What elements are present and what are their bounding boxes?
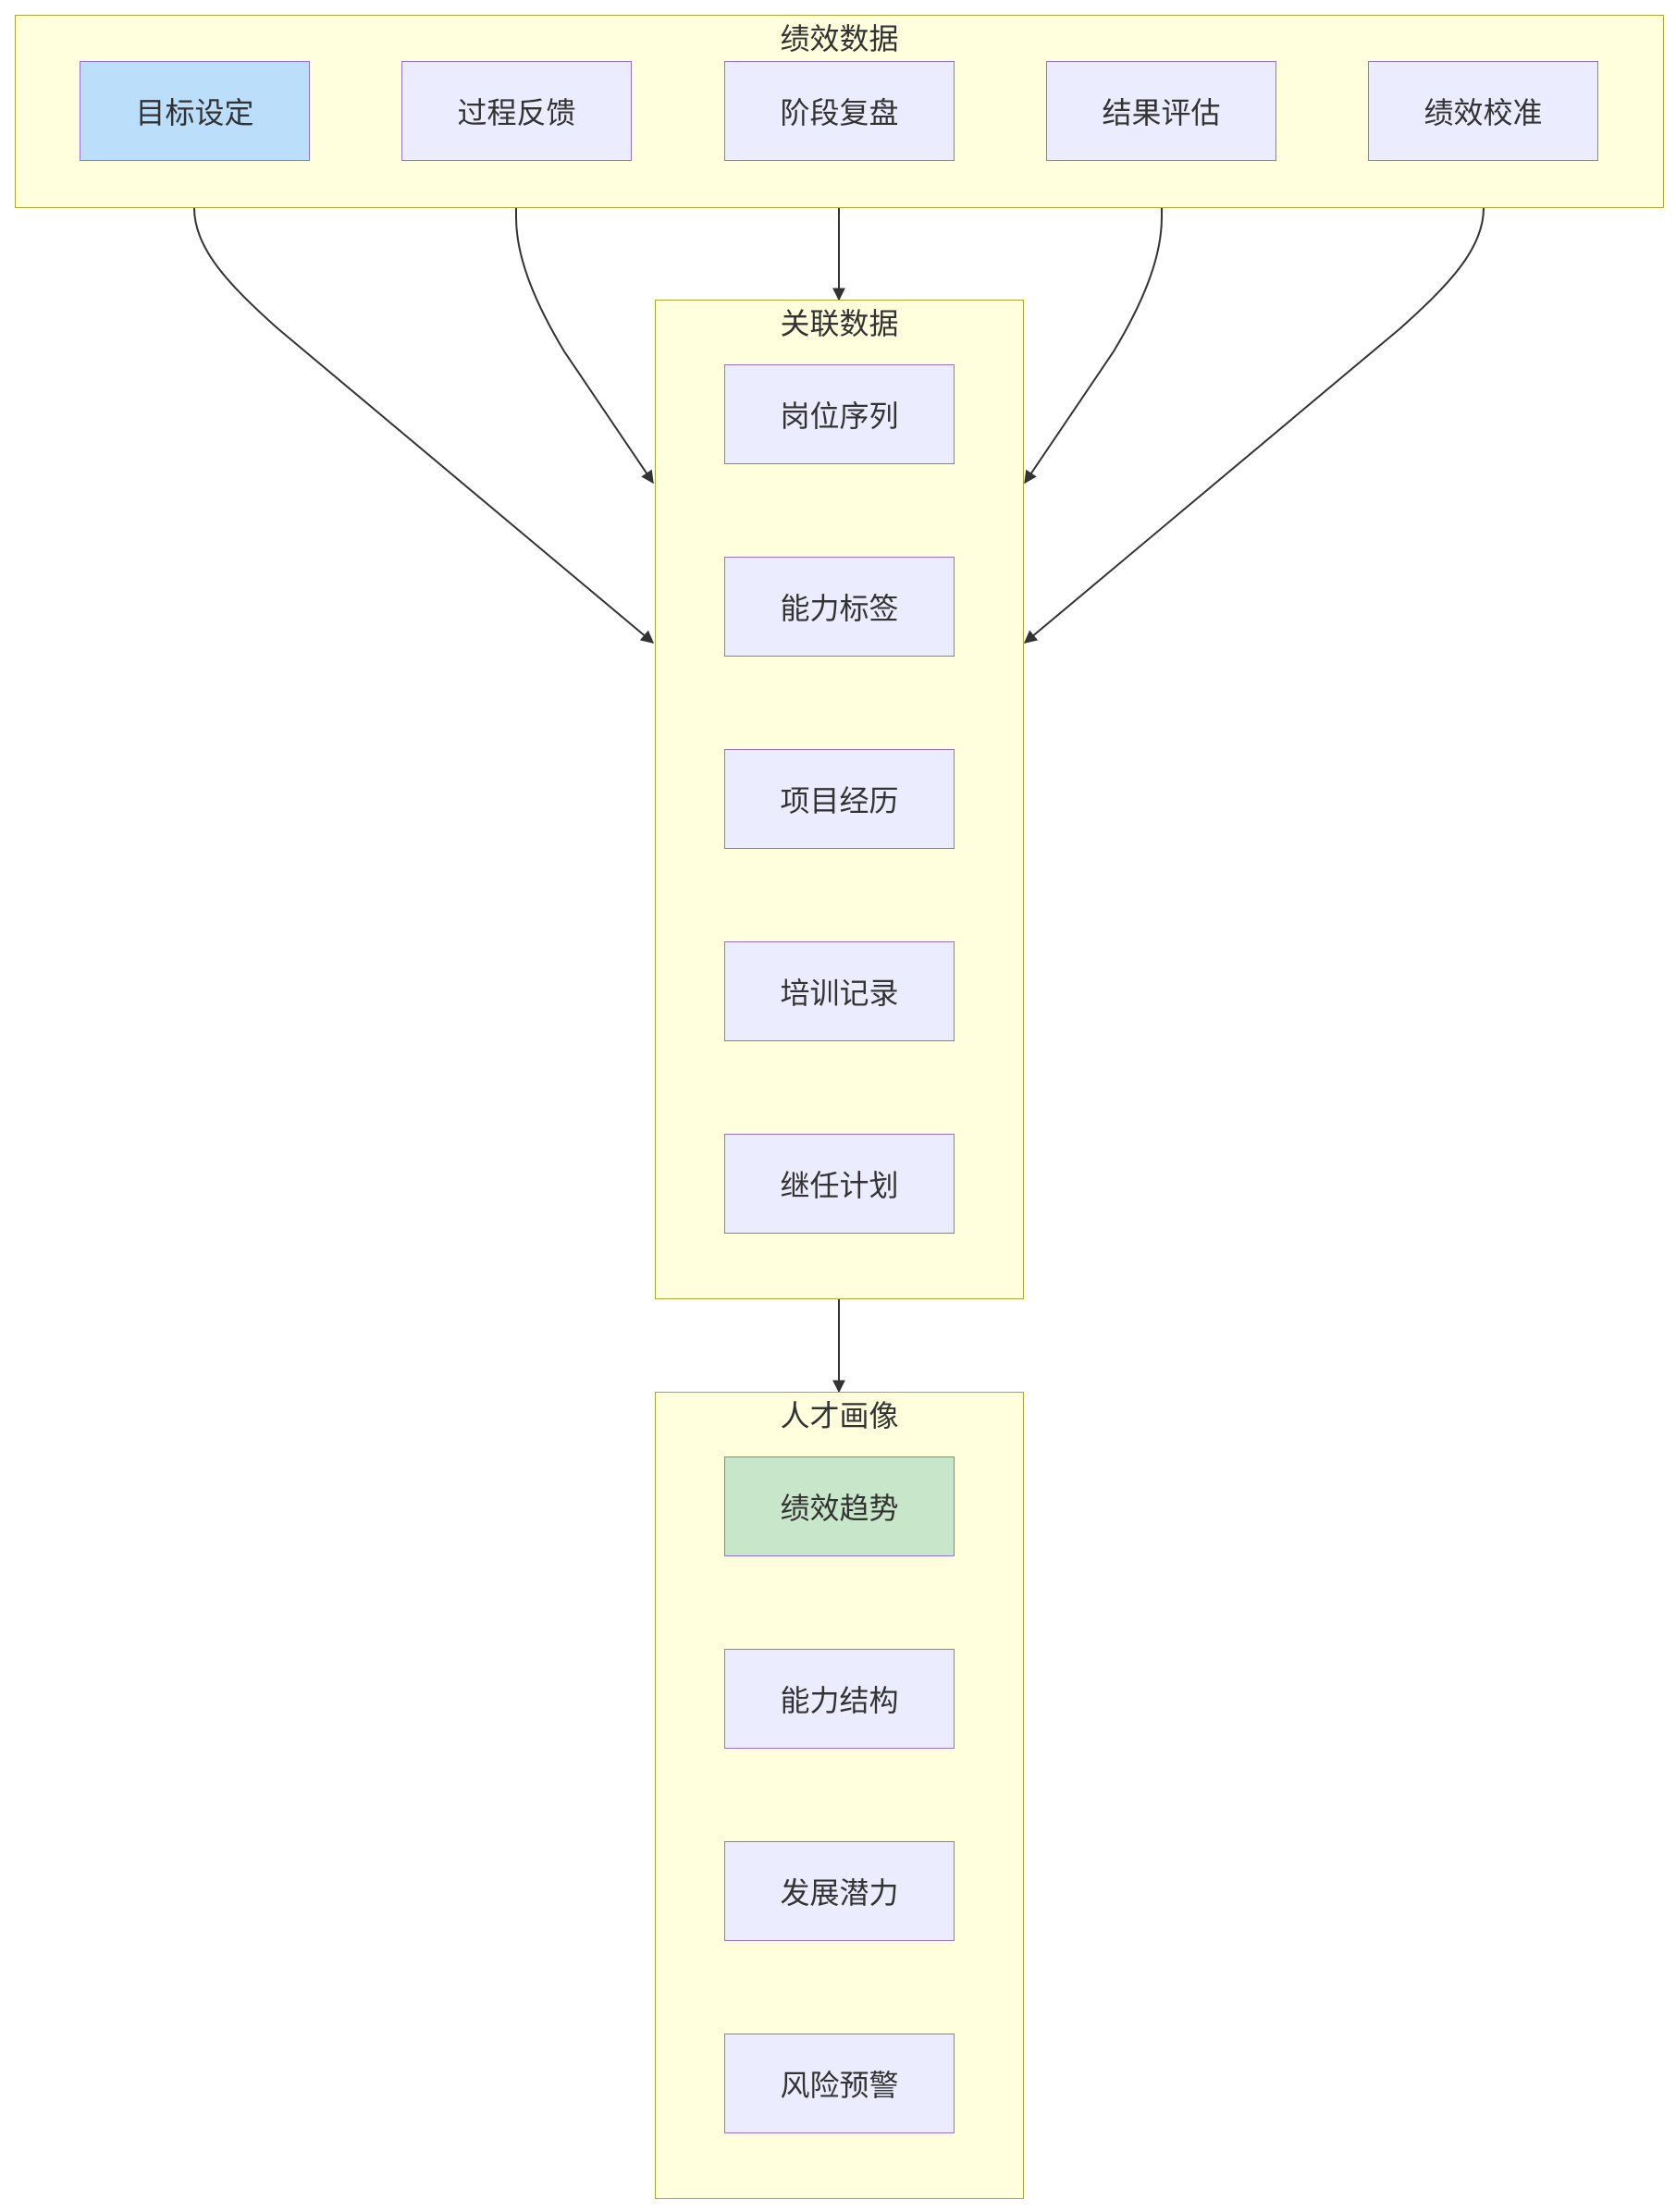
node-risk-warning[interactable]: 风险预警 <box>724 2034 955 2133</box>
edge-calibration-to-related <box>1023 162 1485 644</box>
node-project-experience[interactable]: 项目经历 <box>724 749 955 849</box>
node-stage-review[interactable]: 阶段复盘 <box>724 61 955 161</box>
node-process-feedback[interactable]: 过程反馈 <box>401 61 632 161</box>
node-succession-plan[interactable]: 继任计划 <box>724 1134 955 1234</box>
node-performance-calibration[interactable]: 绩效校准 <box>1368 61 1598 161</box>
edge-process-feedback-to-related <box>515 162 654 485</box>
node-job-sequence[interactable]: 岗位序列 <box>724 364 955 464</box>
node-capability-structure[interactable]: 能力结构 <box>724 1649 955 1749</box>
node-capability-tags[interactable]: 能力标签 <box>724 557 955 657</box>
node-performance-trend[interactable]: 绩效趋势 <box>724 1456 955 1556</box>
node-result-evaluation[interactable]: 结果评估 <box>1046 61 1276 161</box>
cluster-title: 绩效数据 <box>780 21 899 56</box>
node-training-records[interactable]: 培训记录 <box>724 941 955 1041</box>
cluster-title: 关联数据 <box>780 306 899 341</box>
node-goal-setting[interactable]: 目标设定 <box>80 61 310 161</box>
edge-goal-setting-to-related <box>193 162 655 644</box>
cluster-title: 人才画像 <box>780 1398 899 1433</box>
node-development-potential[interactable]: 发展潜力 <box>724 1841 955 1941</box>
edge-result-evaluation-to-related <box>1024 162 1163 485</box>
